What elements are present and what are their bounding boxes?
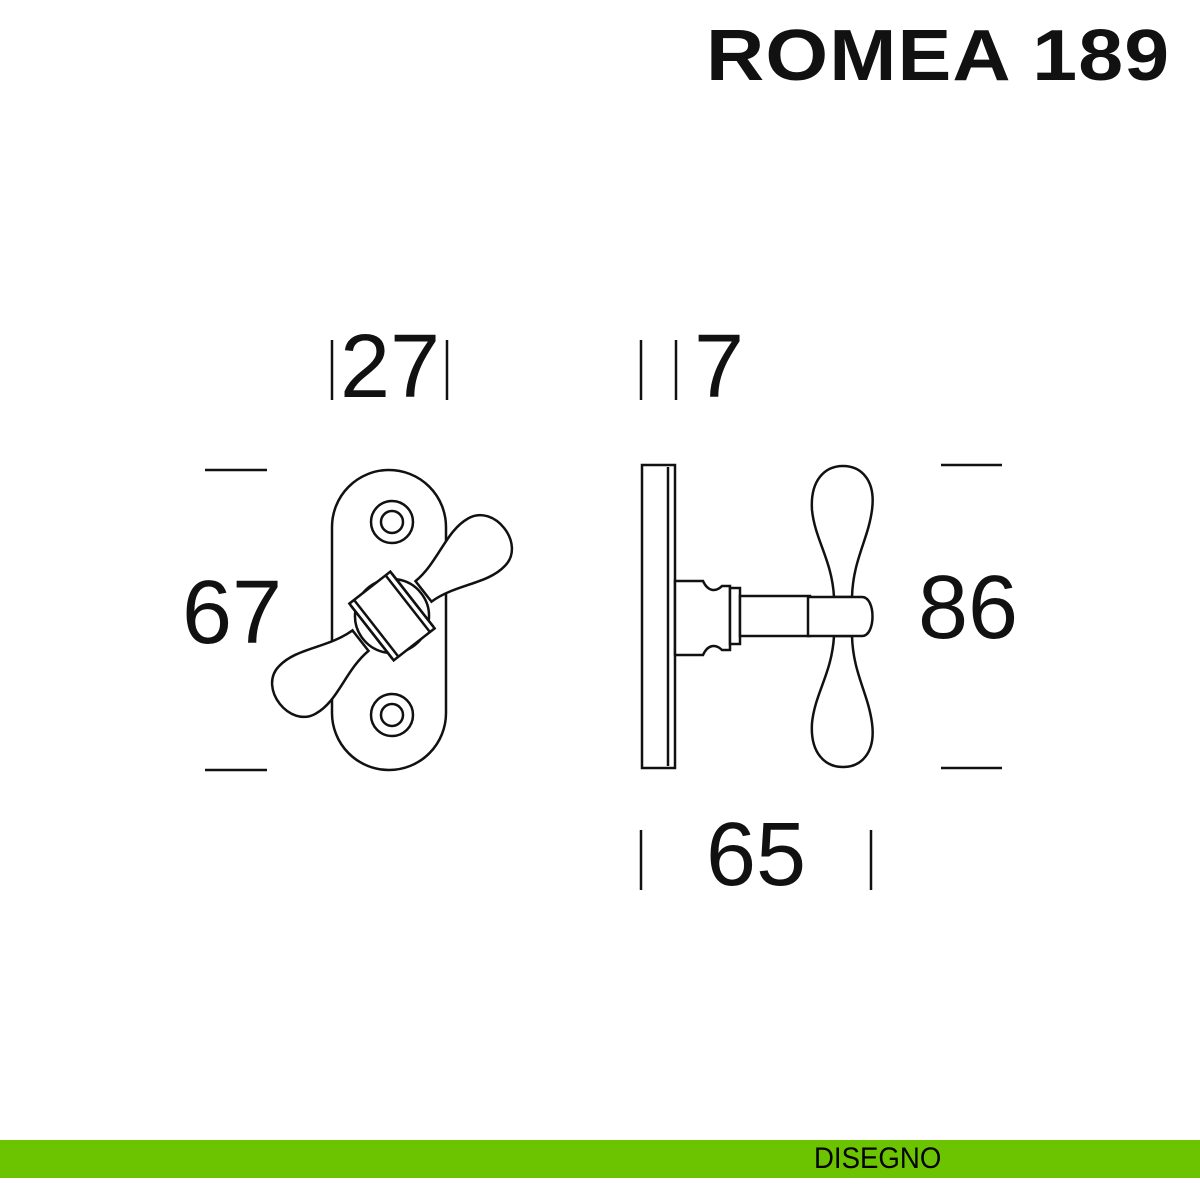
product-title: ROMEA 189 bbox=[706, 16, 1171, 96]
rose-base bbox=[673, 579, 732, 657]
dimension-27: 27 bbox=[340, 317, 441, 417]
dimension-65: 65 bbox=[706, 805, 807, 905]
footer-label: DISEGNO bbox=[814, 1142, 942, 1175]
front-view bbox=[271, 468, 513, 772]
screw-hole-top-outer bbox=[369, 499, 415, 545]
dimension-86: 86 bbox=[918, 558, 1019, 658]
handle-grip-top bbox=[810, 464, 874, 599]
dimension-lines bbox=[205, 340, 1002, 890]
dimension-67: 67 bbox=[182, 563, 283, 663]
dimension-7: 7 bbox=[694, 317, 745, 417]
screw-hole-bottom-outer bbox=[369, 692, 415, 738]
lever-handle-front bbox=[271, 514, 513, 718]
screw-hole-bottom-inner bbox=[379, 702, 405, 728]
backplate-side bbox=[640, 463, 677, 770]
screw-hole-top-inner bbox=[379, 509, 405, 535]
shaft-ring bbox=[728, 586, 742, 646]
footer-bar bbox=[0, 1140, 1200, 1178]
shaft bbox=[738, 594, 812, 638]
side-view bbox=[640, 463, 874, 770]
handle-grip-bottom bbox=[810, 634, 874, 769]
handle-hub bbox=[806, 595, 874, 638]
